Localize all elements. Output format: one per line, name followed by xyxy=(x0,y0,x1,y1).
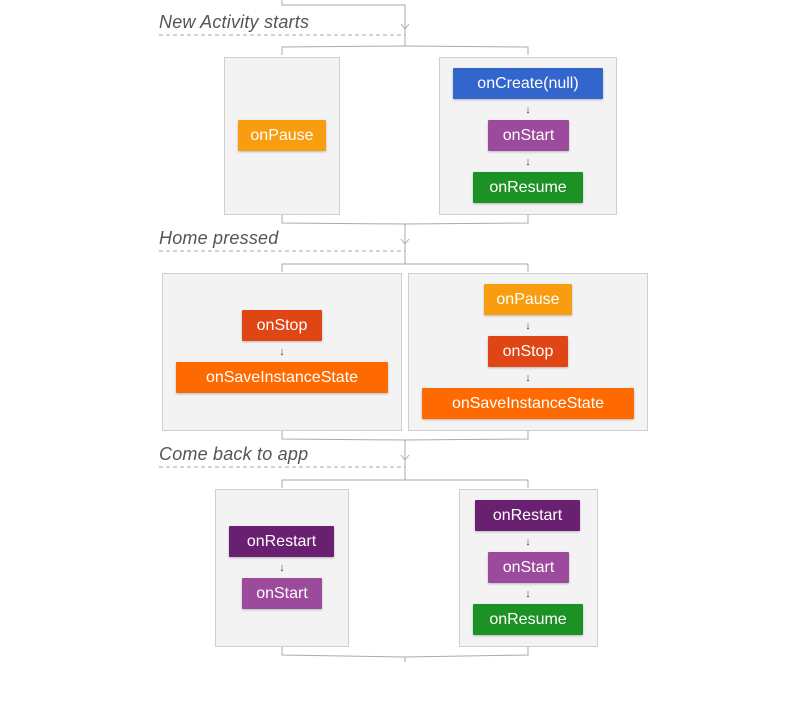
callback-on-stop: onStop xyxy=(488,336,568,367)
callback-on-restart: onRestart xyxy=(229,526,334,557)
callback-on-start: onStart xyxy=(488,552,569,583)
down-arrow-icon: ↓ xyxy=(525,536,531,548)
callback-on-pause: onPause xyxy=(484,284,572,315)
callback-on-start: onStart xyxy=(488,120,569,151)
down-arrow-icon: ↓ xyxy=(525,320,531,332)
callback-on-restart: onRestart xyxy=(475,500,580,531)
callback-on-create: onCreate(null) xyxy=(453,68,603,99)
callback-on-resume: onResume xyxy=(473,172,583,203)
callback-on-start: onStart xyxy=(242,578,322,609)
down-arrow-icon: ↓ xyxy=(525,588,531,600)
callback-on-save-instance-state: onSaveInstanceState xyxy=(176,362,388,393)
section-label-home-pressed: Home pressed xyxy=(159,228,279,248)
section-label-new-activity-starts: New Activity starts xyxy=(159,12,310,32)
down-arrow-icon: ↓ xyxy=(279,562,285,574)
down-arrow-icon: ↓ xyxy=(525,372,531,384)
callback-on-resume: onResume xyxy=(473,604,583,635)
callback-on-save-instance-state: onSaveInstanceState xyxy=(422,388,634,419)
down-arrow-icon: ↓ xyxy=(525,156,531,168)
panel-previous-activity xyxy=(215,489,349,647)
down-arrow-icon: ↓ xyxy=(525,104,531,116)
panel-previous-activity xyxy=(162,273,402,431)
callback-on-stop: onStop xyxy=(242,310,322,341)
callback-on-pause: onPause xyxy=(238,120,326,151)
down-arrow-icon: ↓ xyxy=(279,346,285,358)
section-label-come-back-to-app: Come back to app xyxy=(159,444,309,464)
